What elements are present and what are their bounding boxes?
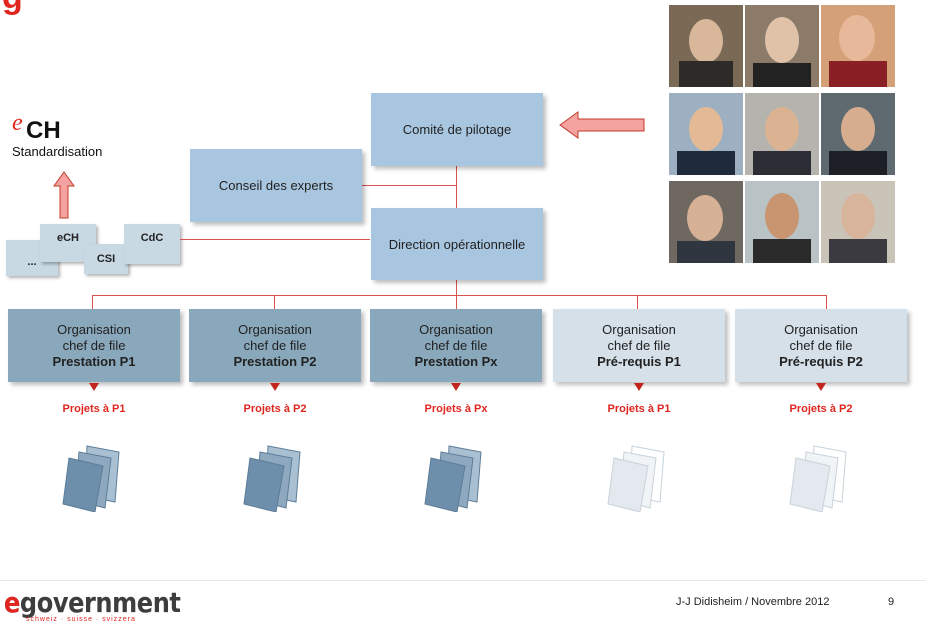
ech-logo-ch: CH [26,117,61,144]
triangle-down-icon [270,383,280,391]
documents-stack-icon [789,445,847,512]
ech-logo-e: e [12,110,23,136]
egovernment-logo-subtitle: schweiz · suisse · svizzera [26,616,136,623]
org-line-2: chef de file [243,337,307,353]
conseil-des-experts-box: Conseil des experts [190,149,362,222]
org-line-2: chef de file [424,337,488,353]
connector-vertical-bottom [456,280,457,295]
documents-stack-icon [243,445,301,512]
portrait-photo [669,93,743,175]
portrait-photo [821,181,895,263]
header-partial-text: g [2,0,23,17]
org-line-2: chef de file [62,337,126,353]
org-line-3: Pré-requis P2 [779,353,863,369]
portrait-photo [821,5,895,87]
portrait-photo [669,181,743,263]
documents-stack-icon [607,445,665,512]
connector-horizontal-bus [92,295,826,296]
org-line-3: Prestation P1 [52,353,136,369]
projects-label: Projets à Px [424,403,488,415]
projects-label: Projets à P2 [789,403,853,415]
ech-logo-subtitle: Standardisation [12,144,103,159]
documents-stack-icon [424,445,482,512]
connector-conseil [362,185,456,186]
projects-label: Projets à P1 [62,403,126,415]
org-line-2: chef de file [607,337,671,353]
egovernment-logo-text: egovernment [4,586,181,619]
portrait-photo [745,181,819,263]
connector-drop-4 [637,295,638,309]
projects-label: Projets à P2 [243,403,307,415]
small-box-cdc: CdC [124,224,180,264]
direction-operationnelle-box: Direction opérationnelle [371,208,543,280]
egovernment-logo-e: e [4,586,21,619]
documents-stack-icon [62,445,120,512]
connector-drop-2 [274,295,275,309]
org-line-1: Organisation [238,321,312,337]
left-arrow-icon [559,111,645,139]
connector-drop-5 [826,295,827,309]
comite-de-pilotage-box: Comité de pilotage [371,93,543,166]
egovernment-logo: egovernment schweiz · suisse · svizzera [4,586,209,623]
footer-divider [0,580,926,581]
portrait-photo [745,93,819,175]
triangle-down-icon [89,383,99,391]
portrait-grid [669,5,897,263]
small-box-csi: CSI [84,244,128,274]
org-line-3: Pré-requis P1 [597,353,681,369]
connector-vertical-top [456,166,457,208]
triangle-down-icon [634,383,644,391]
portrait-photo [745,5,819,87]
portrait-photo [821,93,895,175]
org-line-3: Prestation P2 [233,353,317,369]
triangle-down-icon [816,383,826,391]
connector-drop-3 [456,295,457,309]
triangle-down-icon [451,383,461,391]
org-line-1: Organisation [57,321,131,337]
org-line-1: Organisation [784,321,858,337]
connector-cdc-direction [180,239,370,240]
up-arrow-icon [53,171,75,219]
portrait-photo [669,5,743,87]
footer-author-date: J-J Didisheim / Novembre 2012 [676,596,830,608]
page-number: 9 [888,596,895,608]
org-line-2: chef de file [789,337,853,353]
org-line-3: Prestation Px [414,353,498,369]
org-line-1: Organisation [419,321,493,337]
org-line-1: Organisation [602,321,676,337]
connector-drop-1 [92,295,93,309]
projects-label: Projets à P1 [607,403,671,415]
